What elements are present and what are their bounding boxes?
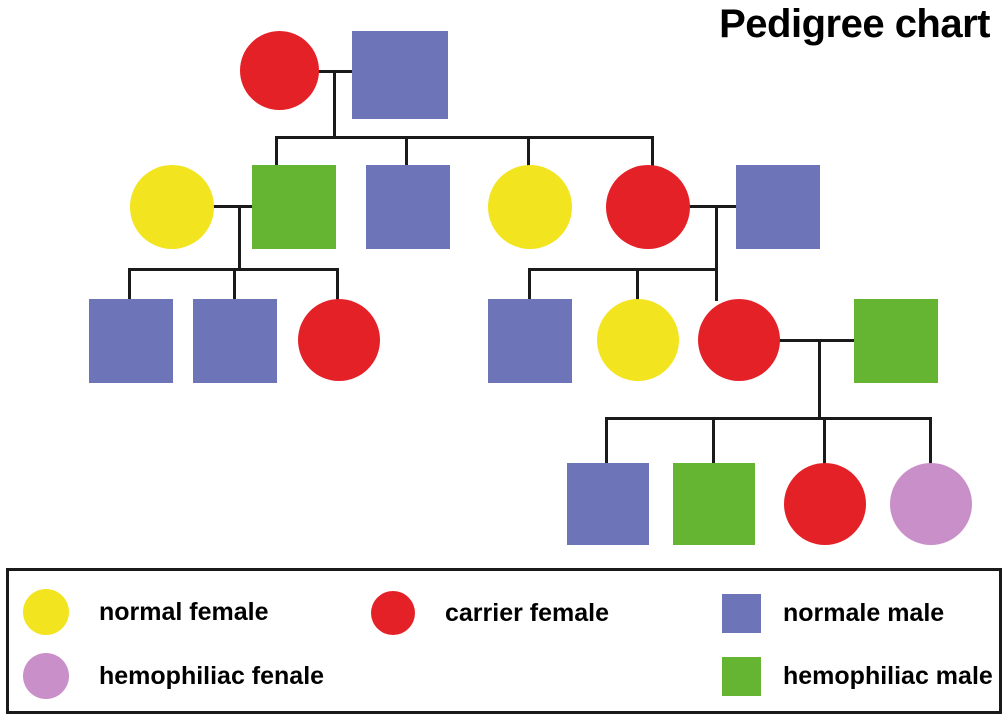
pedigree-node-g3-f1[interactable]: [298, 299, 380, 381]
legend-swatch-hemophiliac-female-icon: [23, 653, 69, 699]
legend-swatch-hemophiliac-male-icon: [722, 657, 761, 696]
legend-item-normal-male: normale male: [722, 594, 944, 633]
connector-g2-drop-c2: [405, 136, 408, 166]
connector-g3l-drop-c3: [336, 268, 339, 301]
connector-g3l-drop-c2: [233, 268, 236, 301]
connector-g2l-descent: [238, 205, 241, 270]
legend-item-carrier-female: carrier female: [371, 591, 609, 635]
connector-g3r-drop-c3: [715, 268, 718, 301]
pedigree-node-g2-m1[interactable]: [252, 165, 336, 249]
connector-g2r-descent: [715, 205, 718, 270]
legend-swatch-carrier-female-icon: [371, 591, 415, 635]
legend-label-carrier-female: carrier female: [445, 598, 610, 627]
legend-item-normal-female: normal female: [23, 589, 269, 635]
pedigree-node-g4-m2[interactable]: [673, 463, 755, 545]
pedigree-node-g3-m4[interactable]: [854, 299, 938, 383]
connector-g3l-drop-c1: [128, 268, 131, 301]
legend-swatch-normal-female-icon: [23, 589, 69, 635]
pedigree-node-g2-f1[interactable]: [130, 165, 214, 249]
pedigree-node-g3-m2[interactable]: [193, 299, 277, 383]
pedigree-node-g2-m3[interactable]: [736, 165, 820, 249]
page-title: Pedigree chart: [719, 2, 990, 46]
pedigree-node-g3-f3[interactable]: [698, 299, 780, 381]
connector-g3-sibship-bar: [605, 417, 929, 420]
pedigree-node-g1-m1[interactable]: [352, 31, 448, 119]
legend-label-normal-male: normale male: [783, 599, 945, 627]
legend-swatch-normal-male-icon: [722, 594, 761, 633]
connector-g4-drop-c1: [605, 417, 608, 464]
pedigree-node-g4-m1[interactable]: [567, 463, 649, 545]
connector-g1-sibship-bar: [275, 136, 654, 139]
connector-g2l-mating: [212, 205, 254, 208]
connector-g2-drop-c3: [527, 136, 530, 166]
connector-g2r-mating: [688, 205, 738, 208]
pedigree-node-g3-f2[interactable]: [597, 299, 679, 381]
connector-g3r-drop-c2: [636, 268, 639, 301]
pedigree-node-g4-f2[interactable]: [890, 463, 972, 545]
connector-g4-drop-c3: [823, 417, 826, 464]
connector-g1-descent: [333, 70, 336, 138]
pedigree-node-g4-f1[interactable]: [784, 463, 866, 545]
pedigree-diagram: [89, 31, 972, 545]
pedigree-node-g2-f3[interactable]: [606, 165, 690, 249]
legend-item-hemophiliac-male: hemophiliac male: [722, 657, 993, 696]
legend-item-hemophiliac-female: hemophiliac fenale: [23, 653, 324, 699]
connector-g4-drop-c2: [712, 417, 715, 464]
legend-label-normal-female: normal female: [99, 597, 269, 626]
pedigree-node-g2-f2[interactable]: [488, 165, 572, 249]
connector-g3-mating: [778, 339, 856, 342]
pedigree-node-g3-m3[interactable]: [488, 299, 572, 383]
connector-g3-descent: [818, 339, 821, 418]
legend: normal female carrier female normale male h…: [6, 568, 1002, 714]
pedigree-node-g3-m1[interactable]: [89, 299, 173, 383]
connector-g4-drop-c4: [929, 417, 932, 464]
pedigree-node-g2-m2[interactable]: [366, 165, 450, 249]
connector-g2r-sibship-bar: [528, 268, 718, 271]
pedigree-node-g1-f1[interactable]: [240, 31, 319, 110]
connector-g3r-drop-c1: [528, 268, 531, 301]
connector-g1-mating: [318, 70, 354, 73]
legend-label-hemophiliac-male: hemophiliac male: [783, 662, 993, 690]
legend-label-hemophiliac-female: hemophiliac fenale: [99, 661, 325, 690]
connector-g2-drop-c1: [275, 136, 278, 166]
connector-g2-drop-c4: [651, 136, 654, 166]
